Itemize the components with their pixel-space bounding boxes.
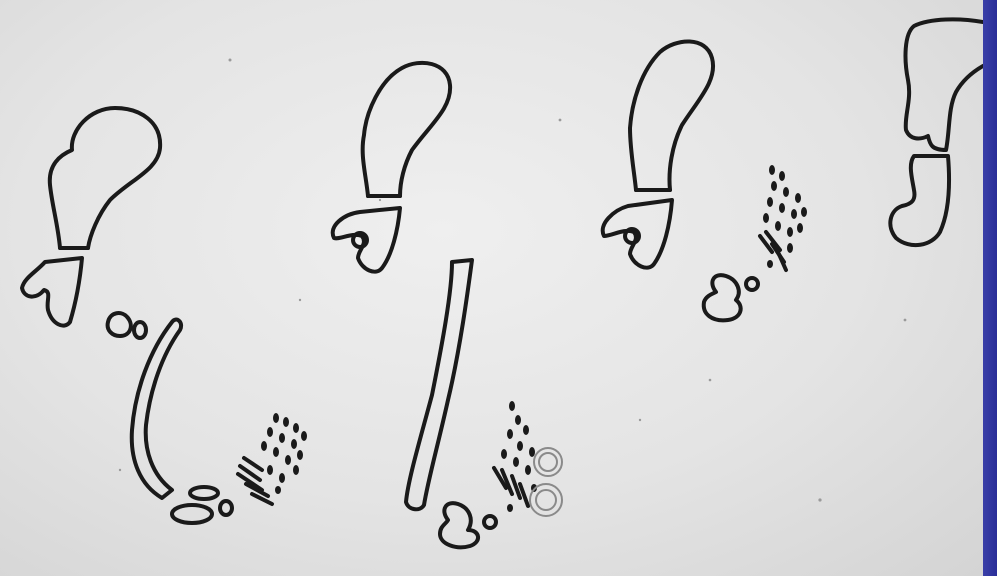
vertebrae-cluster-1	[238, 413, 307, 504]
pelvic-fragment-2b	[484, 516, 496, 528]
figure-3	[603, 41, 807, 320]
curved-rib	[132, 320, 181, 498]
figure-4-right	[890, 19, 983, 245]
pelvic-fragment-2a	[440, 503, 478, 547]
vertebrae-cluster-2	[494, 401, 562, 516]
small-bone-triangle	[108, 313, 131, 336]
figure-1-lower	[108, 313, 307, 523]
small-bone-oval	[134, 322, 146, 338]
pelvic-fragment-2	[172, 505, 212, 523]
pelvic-fragment-3b	[746, 278, 758, 290]
pelvic-fragment-1	[190, 487, 218, 499]
blue-frame-edge	[983, 0, 997, 576]
scapula-2	[363, 63, 450, 196]
vertebrae-cluster-3	[760, 165, 807, 270]
scapula-1	[50, 108, 160, 248]
long-bone	[406, 260, 472, 509]
figure-2-lower	[406, 260, 562, 547]
coracoid-4	[890, 156, 949, 245]
pelvic-fragment-3	[220, 501, 232, 515]
coracoid-1	[22, 258, 82, 326]
figure-1-left	[22, 108, 160, 326]
figure-2-middle	[333, 63, 450, 272]
pelvic-fragment-3a	[704, 275, 741, 320]
scapula-3	[630, 41, 713, 190]
scapula-4	[906, 19, 983, 150]
